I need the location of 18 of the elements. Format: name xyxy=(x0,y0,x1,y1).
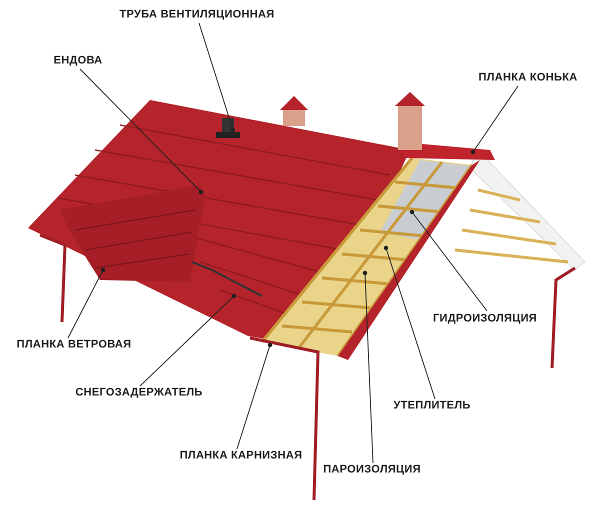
part-label: УТЕПЛИТЕЛЬ xyxy=(393,400,471,412)
part-label: ТРУБА ВЕНТИЛЯЦИОННАЯ xyxy=(120,8,274,22)
leader-line xyxy=(68,268,106,338)
leader-line xyxy=(470,86,518,154)
leader-line xyxy=(384,246,436,400)
leader-line xyxy=(362,270,374,464)
part-label: ЕНДОВА xyxy=(54,54,102,68)
part-label: ПАРОИЗОЛЯЦИЯ xyxy=(323,464,421,476)
part-label: ПЛАНКА КОНЬКА xyxy=(478,72,578,84)
leader-line xyxy=(410,210,488,312)
leader-line xyxy=(140,294,236,386)
part-label: ГИДРОИЗОЛЯЦИЯ xyxy=(432,312,538,326)
part-label: ПЛАНКА ВЕТРОВАЯ xyxy=(16,338,132,352)
leader-line xyxy=(80,68,204,194)
part-label: ПЛАНКА КАРНИЗНАЯ xyxy=(180,450,302,462)
part-label: СНЕГОЗАДЕРЖАТЕЛЬ xyxy=(75,386,203,400)
leader-line xyxy=(236,342,272,450)
leader-line xyxy=(198,22,236,132)
